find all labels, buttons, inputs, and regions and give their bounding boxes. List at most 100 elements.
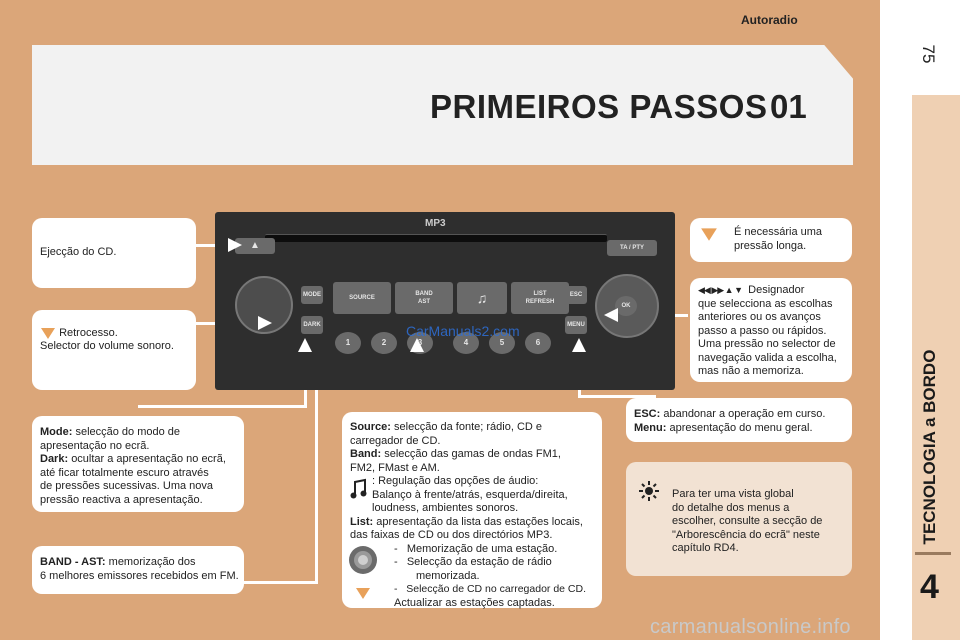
- volume-line-1: Retrocesso.: [40, 326, 188, 340]
- music-note-icon: [350, 478, 367, 499]
- preset-button-icon: [349, 546, 377, 574]
- selector-text-4: passo a passo ou rápidos.: [698, 324, 827, 337]
- list-term: List:: [350, 515, 374, 528]
- menu-term: Menu:: [634, 421, 667, 434]
- source-term: Source:: [350, 421, 391, 433]
- esc-text: abandonar a operação em curso.: [663, 408, 826, 420]
- ta-pty-button[interactable]: TA / PTY: [607, 240, 657, 256]
- cd-slot[interactable]: [265, 234, 607, 242]
- mode-text-2: apresentação no ecrã.: [40, 439, 150, 452]
- mode-button[interactable]: MODE: [301, 286, 323, 304]
- band-term: Band:: [350, 448, 382, 460]
- section-title: Autoradio: [741, 13, 798, 27]
- overview-text-1: Para ter uma vista global: [672, 488, 794, 500]
- dark-text-4: pressão reactiva a apresentação.: [40, 493, 203, 506]
- eject-button[interactable]: ▲: [235, 238, 275, 254]
- connector-mode: [138, 405, 306, 408]
- mode-label: MODE: [303, 292, 321, 298]
- esc-label: ESC: [569, 292, 583, 298]
- list-button[interactable]: LIST REFRESH: [511, 282, 569, 314]
- banner-title: PRIMEIROS PASSOS: [430, 88, 768, 125]
- dark-text-3: de pressões sucessivas. Uma nova: [40, 480, 214, 492]
- band-ast-text-1: memorização dos: [108, 556, 196, 568]
- dark-button[interactable]: DARK: [301, 316, 323, 334]
- band-text-1: selecção das gamas de ondas FM1,: [384, 448, 561, 460]
- watermark-carmanualsonline: carmanualsonline.info: [650, 616, 851, 638]
- preset-button-6[interactable]: 6: [525, 332, 551, 354]
- callout-source-band-list: Source: selecção da fonte; rádio, CD e c…: [342, 412, 602, 609]
- information-icon: [639, 481, 659, 501]
- overview-text-5: capítulo RD4.: [672, 542, 739, 554]
- list-line-1: List: apresentação da lista das estações…: [350, 516, 594, 530]
- arrow-mode-icon: [298, 338, 312, 352]
- chapter-divider: [915, 552, 951, 555]
- menu-line: Menu: apresentação do menu geral.: [634, 422, 844, 436]
- overview-text-2: do detalhe dos menus a: [672, 501, 790, 514]
- preset-button-1[interactable]: 1: [335, 332, 361, 354]
- memory-text-2: Selecção da estação de rádio: [406, 556, 552, 568]
- arrow-eject-icon: [228, 238, 242, 252]
- connector-band: [315, 383, 318, 583]
- selector-text-3: anteriores ou os avanços: [698, 311, 821, 323]
- source-text-1: selecção da fonte; rádio, CD e: [394, 421, 543, 433]
- ta-pty-label: TA / PTY: [620, 245, 644, 251]
- selector-text-6: navegação valida a escolha,: [698, 351, 837, 364]
- selector-text-2: que selecciona as escolhas: [698, 297, 833, 310]
- esc-term: ESC:: [634, 408, 661, 420]
- overview-text-3: escolher, consulte a secção de: [672, 515, 823, 527]
- band-ast-term: BAND - AST:: [40, 556, 106, 568]
- long-press-icon: [701, 228, 717, 241]
- arrow-source-icon: [410, 338, 424, 352]
- eject-text: Ejecção do CD.: [40, 246, 117, 258]
- overview-text-4: "Arborescência do ecrã" neste: [672, 528, 820, 541]
- arrow-esc-icon: [572, 338, 586, 352]
- volume-text-1: Retrocesso.: [59, 326, 118, 339]
- dark-label: DARK: [303, 322, 321, 328]
- audio-button[interactable]: ♫: [457, 282, 507, 314]
- audio-text-1: : Regulação das opções de áudio:: [372, 475, 539, 487]
- mode-text-1: selecção do modo de: [75, 426, 181, 438]
- arrow-volume-icon: [258, 316, 272, 330]
- memory-text-1: Memorização de uma estação.: [406, 542, 558, 555]
- title-banner: [32, 45, 853, 165]
- list-label: LIST: [533, 291, 547, 297]
- callout-overview: Para ter uma vista global do detalhe dos…: [626, 462, 852, 576]
- callout-mode-dark: Mode: selecção do modo de apresentação n…: [32, 416, 244, 512]
- preset-button-2[interactable]: 2: [371, 332, 397, 354]
- menu-label: MENU: [567, 322, 585, 328]
- band-ast-line-1: BAND - AST: memorização dos: [40, 556, 236, 570]
- menu-button[interactable]: MENU: [565, 316, 587, 334]
- esc-line: ESC: abandonar a operação em curso.: [634, 408, 844, 422]
- list-sub-label: REFRESH: [525, 299, 555, 305]
- dark-text-2: até ficar totalmente escuro através: [40, 466, 209, 479]
- ok-button[interactable]: OK: [615, 296, 637, 316]
- band-line-1: Band: selecção das gamas de ondas FM1,: [350, 448, 594, 462]
- watermark-carmanuals2: CarManuals2.com: [406, 323, 520, 339]
- long-press-icon: [41, 328, 55, 339]
- long-press-text-2: pressão longa.: [734, 239, 807, 252]
- preset-button-4[interactable]: 4: [453, 332, 479, 354]
- mode-line-1: Mode: selecção do modo de: [40, 426, 236, 440]
- audio-text-3: loudness, ambientes sonoros.: [372, 502, 519, 514]
- menu-text: apresentação do menu geral.: [669, 421, 813, 434]
- preset-3-label: 3: [417, 338, 423, 347]
- preset-4-label: 4: [463, 338, 469, 347]
- list-text-1: apresentação da lista das estações locai…: [376, 515, 583, 528]
- banner-number: 01: [770, 88, 807, 125]
- source-label: SOURCE: [349, 295, 375, 301]
- chapter-title-text: TECNOLOGIA a BORDO: [920, 349, 939, 545]
- dark-text-1: ocultar a apresentação no ecrã,: [71, 453, 226, 465]
- page-number: 75: [919, 44, 938, 64]
- callout-esc-menu: ESC: abandonar a operação em curso. Menu…: [626, 398, 852, 442]
- dark-term: Dark:: [40, 453, 69, 465]
- dark-line-1: Dark: ocultar a apresentação no ecrã,: [40, 453, 236, 467]
- source-button[interactable]: SOURCE: [333, 282, 391, 314]
- brand-label: MP3: [425, 218, 446, 229]
- preset-2-label: 2: [381, 338, 387, 347]
- preset-button-5[interactable]: 5: [489, 332, 515, 354]
- esc-button[interactable]: ESC: [565, 286, 587, 304]
- volume-text-2: Selector do volume sonoro.: [40, 340, 174, 353]
- callout-selector: ◀◀ ▶▶ ▲ ▼ Designador que selecciona as e…: [690, 278, 852, 382]
